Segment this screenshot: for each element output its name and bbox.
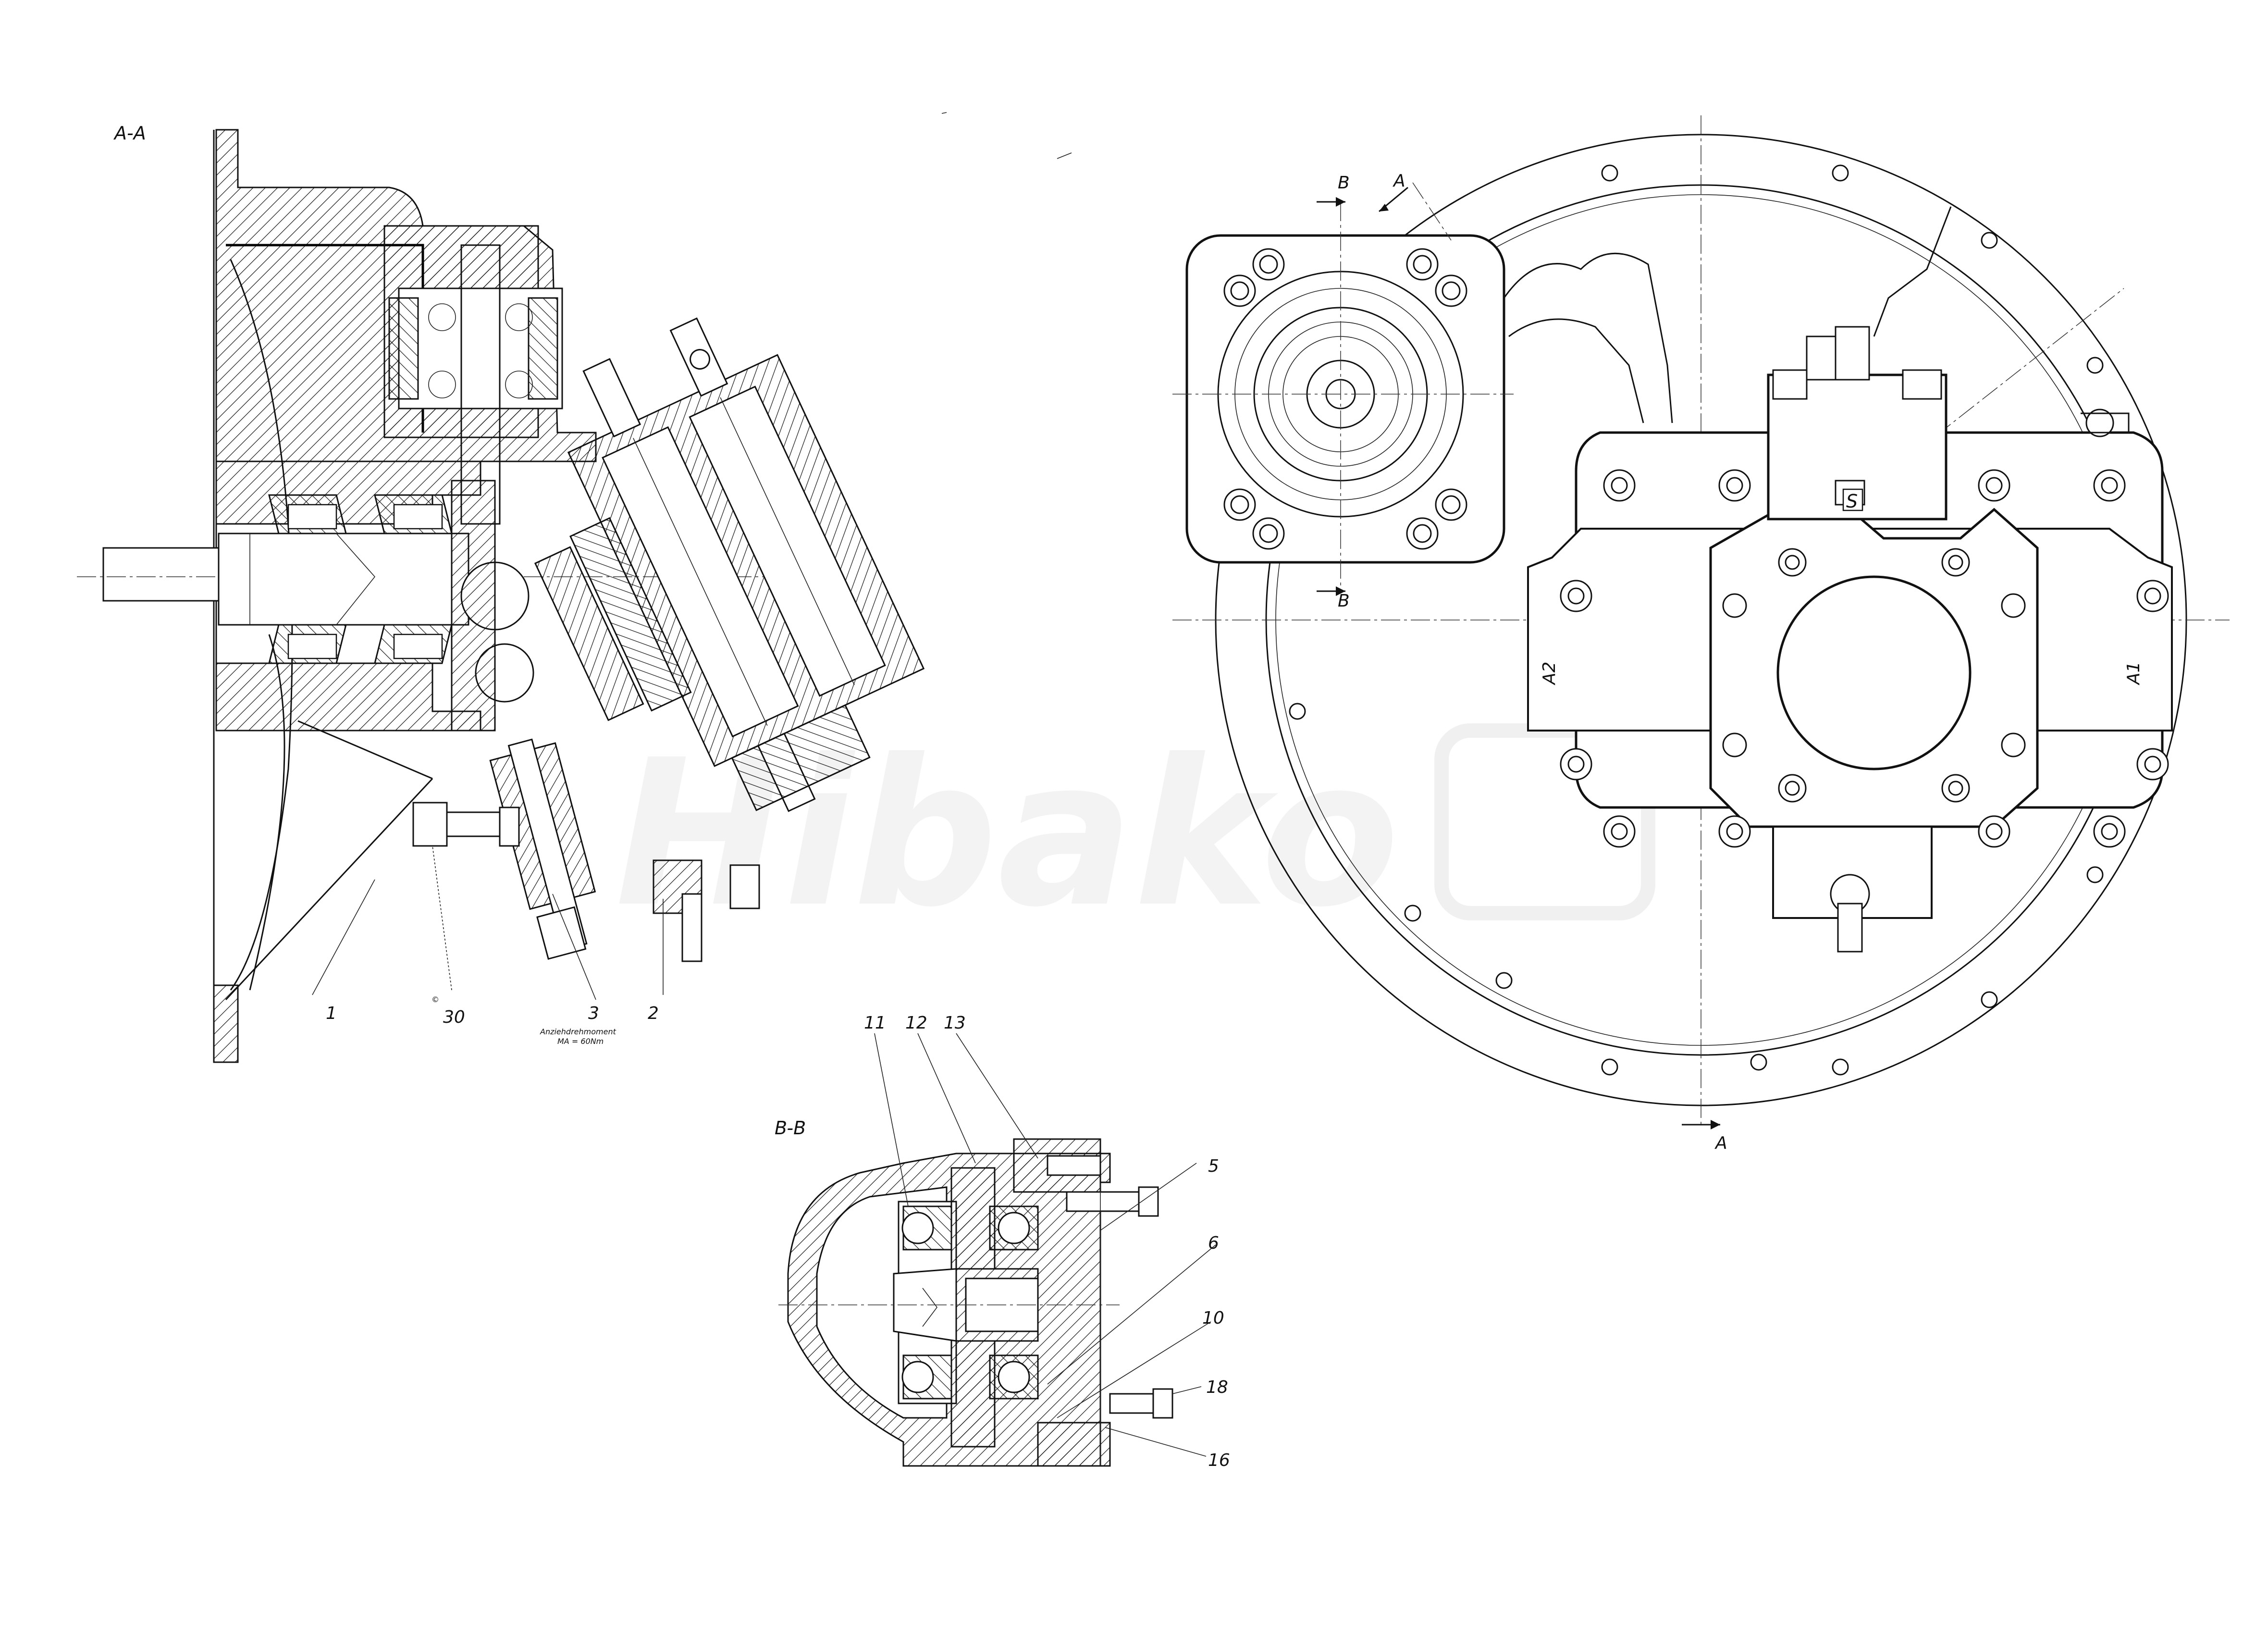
motor-flange [1172,202,1514,591]
label-a1: A1 [2124,661,2144,685]
callout-16: 16 [1208,1451,1230,1470]
cylinder-block [534,317,925,812]
section-aa-title: A-A [113,123,146,144]
torque-note-line1: Anziehdrehmoment [540,1027,616,1036]
callout-12: 12 [905,1013,927,1033]
callout-18: 18 [1206,1377,1228,1397]
fitting-bottom [653,859,760,962]
cut-marker-b-top: B [1338,173,1350,193]
callout-30-symbol: © [431,995,439,1004]
callout-2: 2 [648,1004,659,1023]
pump-body [1527,206,2173,953]
callout-11: 11 [864,1013,886,1033]
callout-13: 13 [944,1013,966,1033]
cut-markers [1317,182,1720,1129]
section-bb-title: B-B [775,1117,806,1139]
torque-note-line2: MA = 60Nm [557,1037,604,1046]
label-a2: A2 [1540,661,1559,685]
flange-bolt-holes [1289,164,2161,1076]
section-bb-view: B-B 11 12 13 5 [775,1013,1230,1470]
valve-assembly [489,738,596,960]
section-aa-view: A-A [77,123,925,1063]
callout-30: 30 [443,1007,465,1027]
bearing-left [268,494,347,664]
front-view: S A2 A1 B B A A [1172,115,2230,1153]
callout-5: 5 [1208,1156,1219,1176]
bearing-right [374,494,453,664]
fitting-left [412,802,520,847]
cut-marker-a-bottom: A [1714,1133,1727,1153]
callout-1: 1 [326,1004,337,1023]
cut-marker-b-bottom: B [1338,591,1350,611]
cut-marker-a-top: A [1393,171,1405,191]
label-s: S [1846,491,1858,512]
callout-10: 10 [1202,1308,1224,1328]
callout-6: 6 [1208,1233,1219,1253]
callout-3: 3 [588,1004,599,1023]
